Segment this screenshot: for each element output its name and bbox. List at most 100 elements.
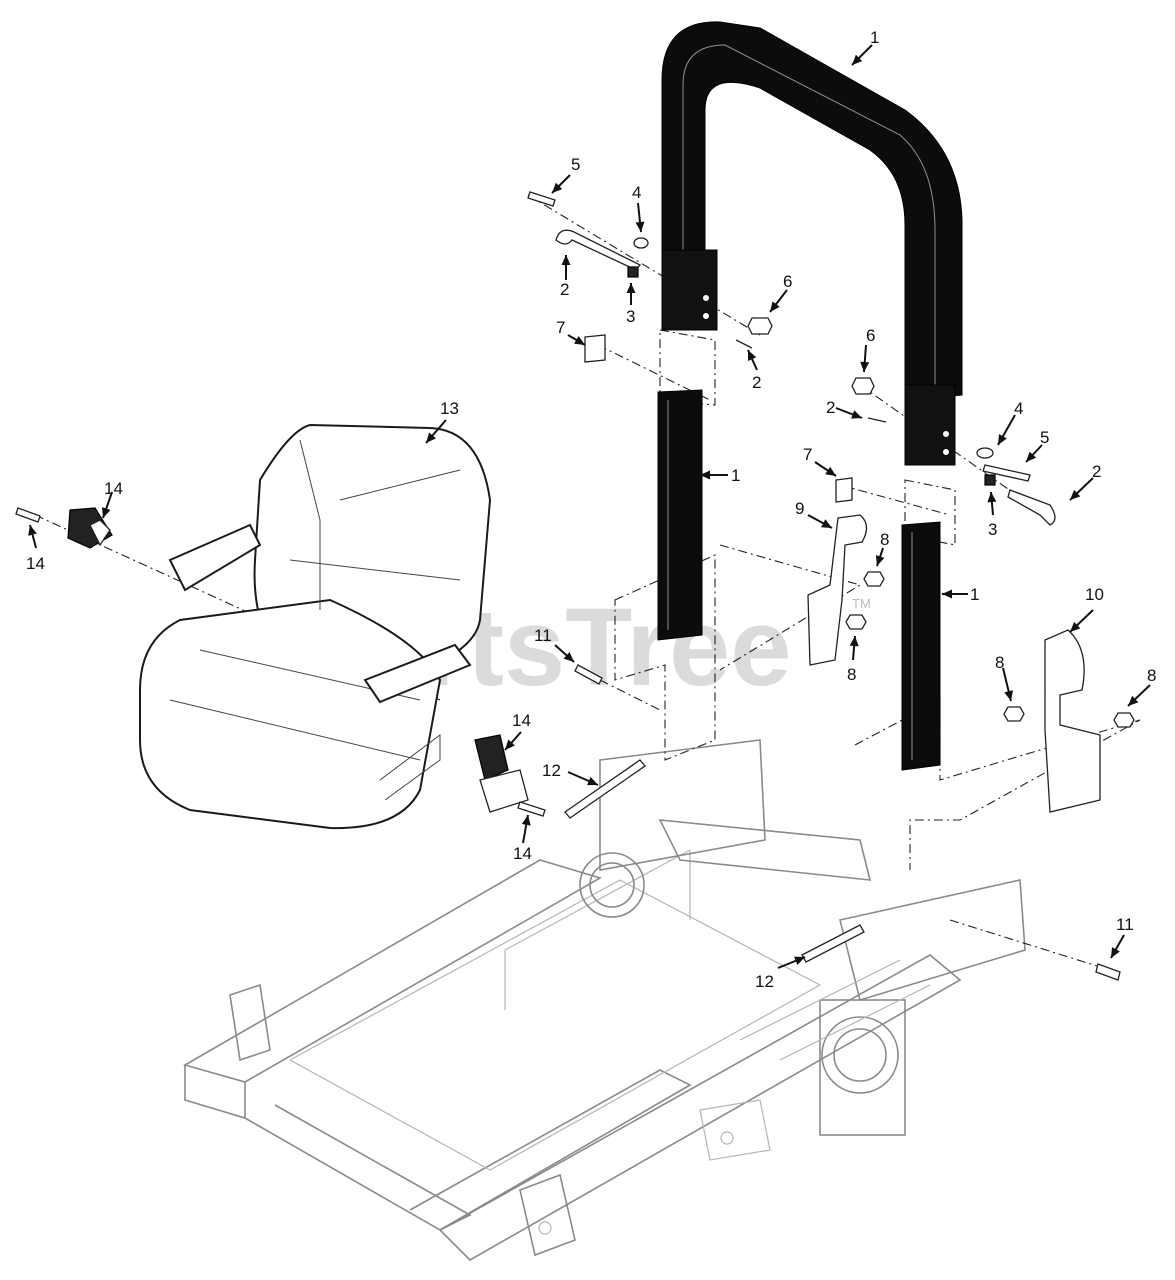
right-motor-plate <box>819 999 906 1136</box>
frame-left-rear-plate <box>599 739 766 871</box>
callout-8: 8 <box>1147 666 1156 685</box>
cotter-2-right <box>867 417 887 423</box>
callout-6: 6 <box>866 326 875 345</box>
frame-right-rail <box>438 954 962 1261</box>
arrowhead <box>700 470 710 480</box>
arrowhead <box>1111 947 1120 958</box>
assembly-line-seat-belt <box>34 514 441 701</box>
arrowhead <box>849 636 859 647</box>
clip-4-right <box>976 447 994 459</box>
callout-14: 14 <box>104 479 123 498</box>
seat-contour-lines <box>169 439 461 761</box>
front-right-bracket <box>519 1173 576 1257</box>
hardware-right <box>835 377 1056 526</box>
arrowhead <box>998 434 1007 445</box>
bolt-5-left <box>527 191 556 207</box>
post-hole <box>649 587 655 593</box>
assembly-path-left-post <box>614 554 716 761</box>
frame-left-rail <box>182 859 603 1083</box>
frame-right-rear-plate <box>839 879 1026 1002</box>
frame-detail-lines <box>739 959 931 1061</box>
frame-front-cross <box>409 1069 692 1231</box>
post-hole <box>649 622 655 628</box>
arrowhead <box>521 815 531 826</box>
callout-4: 4 <box>632 183 641 202</box>
arrowhead <box>1128 695 1139 706</box>
arrowhead <box>1070 621 1081 632</box>
hoop-hole <box>703 313 709 319</box>
arrowhead <box>860 361 870 372</box>
assembly-line-clip-right <box>839 484 951 516</box>
frame-top-cross <box>658 819 872 881</box>
callout-8: 8 <box>847 665 856 684</box>
rops-lower-posts <box>649 389 941 771</box>
hoop-left-sleeve <box>661 249 718 331</box>
bolt-12-left <box>564 759 646 819</box>
bolt-5-right <box>982 464 1031 482</box>
callout-2: 2 <box>752 373 761 392</box>
frame-front-rail <box>244 1104 472 1231</box>
callout-11: 11 <box>1116 915 1134 934</box>
arrowhead <box>102 507 111 518</box>
callout-labels: 1 1 1 2 2 2 2 3 3 4 4 5 5 6 6 7 7 8 8 8 … <box>26 28 1156 991</box>
left-motor-mount <box>579 852 645 918</box>
seat-belt-parts <box>15 507 546 817</box>
bolt-11-left <box>574 664 603 685</box>
bolt-14-right <box>517 801 546 817</box>
arrowhead <box>563 651 574 662</box>
arrowhead <box>552 182 563 193</box>
callout-8: 8 <box>995 653 1004 672</box>
callout-1: 1 <box>970 585 979 604</box>
assembly-box-right-joint <box>904 479 956 546</box>
assembly-line-bolt-11-left <box>599 679 661 711</box>
nut-8-b <box>845 614 867 630</box>
arrowhead <box>794 956 805 965</box>
frame-left-rail-side <box>184 1065 246 1120</box>
bolt-11-right <box>1095 963 1121 981</box>
bolt-12-right <box>801 924 865 963</box>
hoop-hole <box>943 449 949 455</box>
frame-floor-panel <box>288 879 822 1171</box>
callout-14: 14 <box>513 844 532 863</box>
right-motor-mount <box>821 1016 899 1094</box>
buckle-14-left-face <box>89 519 111 547</box>
nut-6-left <box>747 317 773 335</box>
right-armrest <box>363 643 472 704</box>
callout-2: 2 <box>1092 462 1101 481</box>
right-motor-mount-inner <box>833 1028 887 1082</box>
brackets <box>807 514 1135 813</box>
nut-8-c <box>1003 706 1025 722</box>
callout-12: 12 <box>542 761 561 780</box>
clip-7-right <box>835 477 853 503</box>
spring-3-right <box>984 474 996 486</box>
right-lower-post <box>901 521 941 771</box>
callout-5: 5 <box>1040 428 1049 447</box>
buckle-14-right <box>474 734 509 781</box>
arrowhead <box>748 350 757 361</box>
arrowhead <box>852 54 863 65</box>
callout-11: 11 <box>534 626 552 645</box>
frame-crossmember <box>504 849 691 1010</box>
callout-7: 7 <box>556 318 565 337</box>
hoop-highlight <box>682 44 936 390</box>
assembly-line-bolt-11-right <box>949 919 1111 971</box>
post-hole <box>890 717 896 723</box>
arrowhead <box>28 525 37 536</box>
callout-9: 9 <box>795 499 804 518</box>
bolts <box>564 664 1121 981</box>
hoop-hole <box>703 295 709 301</box>
mower-frame <box>182 739 1026 1261</box>
watermark-trademark: TM <box>852 596 871 611</box>
arrowhead <box>942 589 952 599</box>
bracket-9 <box>807 514 868 666</box>
arrowhead <box>1070 489 1081 500</box>
callout-13: 13 <box>440 399 459 418</box>
callout-5: 5 <box>571 155 580 174</box>
arrowhead <box>635 221 645 232</box>
callout-3: 3 <box>626 307 635 326</box>
pin-2-right <box>1007 489 1056 526</box>
callout-6: 6 <box>783 272 792 291</box>
seat-cushion <box>139 598 442 830</box>
